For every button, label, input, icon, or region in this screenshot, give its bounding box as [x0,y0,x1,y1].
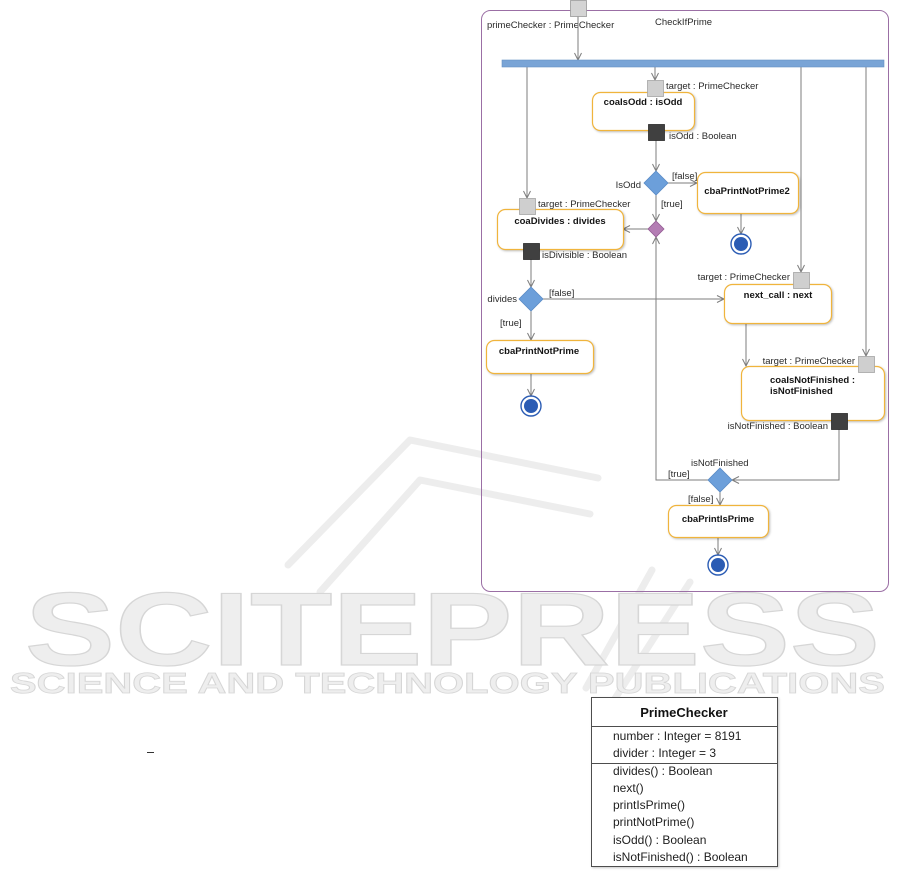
activity-checkifprime: CheckIfPrime primeChecker : PrimeChecker [481,0,889,592]
target-pin [647,80,664,97]
edge-fork-to-coaisodd-arrowhead [651,72,659,82]
class-operation: next() [613,781,644,795]
input-pin-label: primeChecker : PrimeChecker [487,20,614,31]
action-name: cbaPrintIsPrime [682,514,754,525]
class-operation: printIsPrime() [613,798,685,812]
fork-bar [501,59,885,68]
guard-true: [true] [661,199,683,210]
merge-node [647,220,665,238]
action-nextcall: next_call : next target : PrimeChecker [698,272,833,325]
target-pin-label: target : PrimeChecker [666,81,758,92]
decision-isnotfinished: isNotFinished [true] [false] [668,458,749,505]
final-node [520,395,542,417]
action-name-line-2: isNotFinished [770,386,833,397]
class-operation: isOdd() : Boolean [613,833,706,847]
target-pin [858,356,875,373]
edge-coaisnotfinished-to-isnotfinished [732,429,840,481]
edge-fork-to-coadivides-arrowhead [523,190,531,200]
action-name-line-1: coaIsNotFinished : [770,375,855,386]
watermark-logo-stroke [316,476,594,596]
activity-frame [481,10,889,592]
decision-label: divides [487,294,517,305]
activity-name: CheckIfPrime [655,17,712,28]
class-operation: printNotPrime() [613,815,694,829]
watermark-logo [284,436,694,704]
action-box [591,91,696,132]
guard-false: [false] [688,494,713,505]
edges [523,16,870,557]
guard-true: [true] [668,469,690,480]
target-pin [519,198,536,215]
action-cbaprintisprime: cbaPrintIsPrime [667,504,770,539]
action-box [667,504,770,539]
decision-diamond [518,286,544,312]
action-cbaprintnotprime: cbaPrintNotPrime [485,339,595,375]
final-node-dot [524,399,538,413]
watermark: SCITEPRESS SCIENCE AND TECHNOLOGY PUBLIC… [10,436,885,704]
action-coaisodd: coaIsOdd : isOdd target : PrimeChecker i… [591,80,758,142]
action-name: coaIsOdd : isOdd [604,97,683,108]
edge-fork-to-coaisnotfinished-arrowhead [862,348,870,358]
decision-isodd: IsOdd [false] [true] [616,170,697,210]
watermark-logo-stroke [610,578,694,704]
decision-divides: divides [false] [true] [487,286,574,329]
action-name: cbaPrintNotPrime2 [704,186,790,197]
target-pin-label: target : PrimeChecker [698,272,790,283]
edge-isnotfinished-true [655,237,708,481]
action-box [696,171,800,215]
target-pin [793,272,810,289]
watermark-logo-stroke [582,566,656,692]
action-box [496,208,625,251]
edge-fork-to-nextcall-arrowhead [797,264,805,274]
class-operation: isNotFinished() : Boolean [613,850,748,864]
input-pin [570,0,587,17]
action-coaisnotfinished: coaIsNotFinished : isNotFinished target … [728,356,886,432]
guard-true: [true] [500,318,522,329]
decision-diamond [643,170,669,196]
target-pin-label: target : PrimeChecker [538,199,630,210]
guard-false: [false] [549,288,574,299]
class-name: PrimeChecker [640,705,727,720]
target-pin-label: target : PrimeChecker [763,356,855,367]
final-node-dot [711,558,725,572]
final-node [730,233,752,255]
output-pin-label: isDivisible : Boolean [542,250,627,261]
action-coadivides: coaDivides : divides target : PrimeCheck… [496,198,630,261]
action-name: next_call : next [744,290,813,301]
final-node-dot [734,237,748,251]
final-node [707,554,729,576]
class-attribute: divider : Integer = 3 [613,746,716,760]
output-pin-label: isOdd : Boolean [669,131,737,142]
class-primechecker: PrimeChecker number : Integer = 8191 div… [591,697,778,867]
class-operation: divides() : Boolean [613,764,712,778]
action-box [485,339,595,375]
output-pin [648,124,665,141]
guard-false: [false] [672,171,697,182]
action-name: coaDivides : divides [514,216,605,227]
output-pin [523,243,540,260]
decision-label: isNotFinished [691,458,749,469]
action-name: cbaPrintNotPrime [499,346,579,357]
output-pin [831,413,848,430]
watermark-subtitle: SCIENCE AND TECHNOLOGY PUBLICATIONS [10,668,885,700]
watermark-logo-stroke [284,436,602,569]
decision-label: IsOdd [616,180,641,191]
decision-diamond [707,467,733,493]
class-box-frame [591,697,778,867]
action-box [740,365,886,422]
output-pin-label: isNotFinished : Boolean [728,421,828,432]
class-attribute: number : Integer = 8191 [613,729,742,743]
action-box [723,283,833,325]
edge-nextcall-to-coaisnotfinished-arrowhead [742,358,750,368]
action-cbaprintnotprime2: cbaPrintNotPrime2 [696,171,800,215]
